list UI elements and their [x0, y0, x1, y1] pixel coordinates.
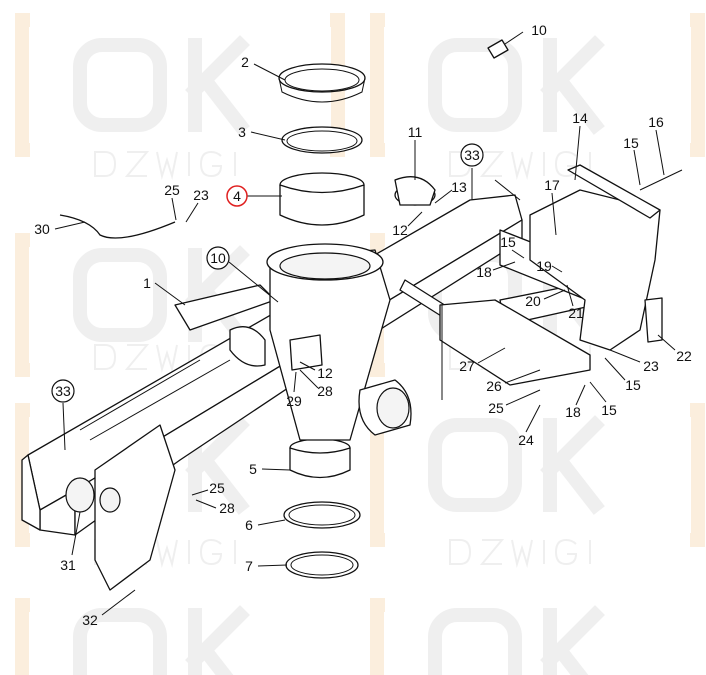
callout-32[interactable]: 32	[82, 612, 98, 628]
highlight-circle-4	[226, 185, 248, 207]
callout-30[interactable]: 30	[34, 221, 50, 237]
callout-labels: 10 2 3 4 11 33 13 12 25 23 30 14 16 15 1…	[34, 22, 692, 628]
callout-5[interactable]: 5	[249, 461, 257, 477]
callout-20[interactable]: 20	[525, 293, 541, 309]
circle-33b	[51, 379, 75, 403]
callout-28[interactable]: 28	[219, 500, 235, 516]
callout-16[interactable]: 16	[648, 114, 664, 130]
callout-14[interactable]: 14	[572, 110, 588, 126]
callout-26[interactable]: 26	[486, 378, 502, 394]
callout-25[interactable]: 25	[488, 400, 504, 416]
callout-6[interactable]: 6	[245, 517, 253, 533]
callout-31[interactable]: 31	[60, 557, 76, 573]
callout-23[interactable]: 23	[193, 187, 209, 203]
callout-15[interactable]: 15	[625, 377, 641, 393]
callout-11[interactable]: 11	[408, 124, 423, 140]
callout-23[interactable]: 23	[643, 358, 659, 374]
callout-1[interactable]: 1	[143, 275, 151, 291]
callout-17[interactable]: 17	[544, 177, 560, 193]
circled-callouts	[51, 143, 484, 403]
callout-25[interactable]: 25	[164, 182, 180, 198]
callout-15[interactable]: 15	[500, 234, 516, 250]
leader-lines	[54, 31, 676, 616]
callout-24[interactable]: 24	[518, 432, 534, 448]
callout-33[interactable]: 33	[464, 147, 480, 163]
callout-4[interactable]: 4	[233, 188, 241, 204]
callout-15[interactable]: 15	[601, 402, 617, 418]
callout-29[interactable]: 29	[286, 393, 302, 409]
circle-33a	[460, 143, 484, 167]
callout-15[interactable]: 15	[623, 135, 639, 151]
callout-10[interactable]: 10	[210, 250, 226, 266]
callout-21[interactable]: 21	[568, 305, 584, 321]
circle-10b	[206, 246, 230, 270]
callout-25[interactable]: 25	[209, 480, 225, 496]
main-frame	[21, 164, 683, 591]
callout-13[interactable]: 13	[451, 179, 467, 195]
callout-12[interactable]: 12	[392, 222, 408, 238]
callout-18[interactable]: 18	[565, 404, 581, 420]
callout-12[interactable]: 12	[317, 365, 333, 381]
callout-28[interactable]: 28	[317, 383, 333, 399]
callout-18[interactable]: 18	[476, 264, 492, 280]
callout-33[interactable]: 33	[55, 383, 71, 399]
callout-2[interactable]: 2	[241, 54, 249, 70]
callout-22[interactable]: 22	[676, 348, 692, 364]
callout-7[interactable]: 7	[245, 558, 253, 574]
ring-parts	[278, 39, 509, 579]
callout-19[interactable]: 19	[536, 258, 552, 274]
callout-3[interactable]: 3	[238, 124, 246, 140]
callout-10[interactable]: 10	[531, 22, 547, 38]
callout-27[interactable]: 27	[459, 358, 475, 374]
